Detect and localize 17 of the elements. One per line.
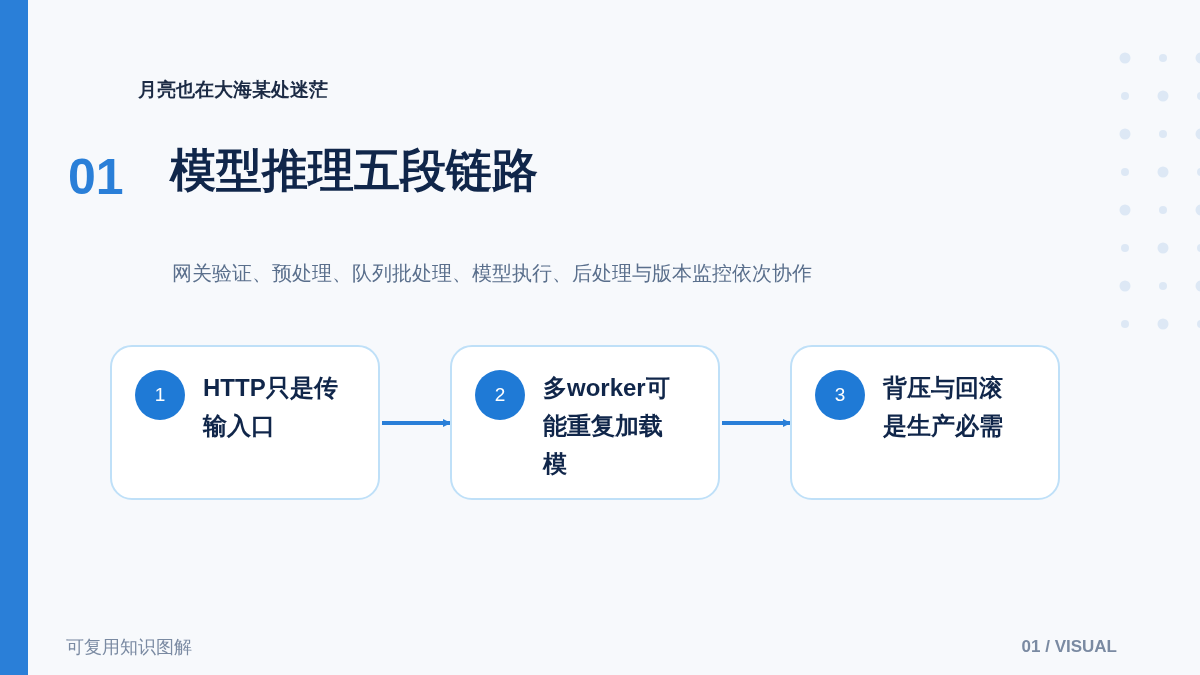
step-text: 多worker可能重复加载模 [543,373,671,479]
step-text: HTTP只是传输入口 [203,373,339,441]
step-card [110,345,380,500]
arrow [722,419,791,427]
step-card [450,345,720,500]
arrow [382,419,451,427]
step-text: 背压与回滚是生产必需 [883,373,1004,441]
section-number: 01 [68,148,124,207]
subtitle: 网关验证、预处理、队列批处理、模型执行、后处理与版本监控依次协作 [172,261,812,286]
footer-text: 可复用知识图解 [66,636,192,659]
tagline: 月亮也在大海某处迷茫 [138,78,328,102]
step-card [790,345,1060,500]
step-number: 3 [815,370,865,420]
page-marker: 01 / VISUAL [1021,636,1117,658]
step-number: 2 [475,370,525,420]
step-number: 1 [135,370,185,420]
title: 模型推理五段链路 [170,143,538,198]
